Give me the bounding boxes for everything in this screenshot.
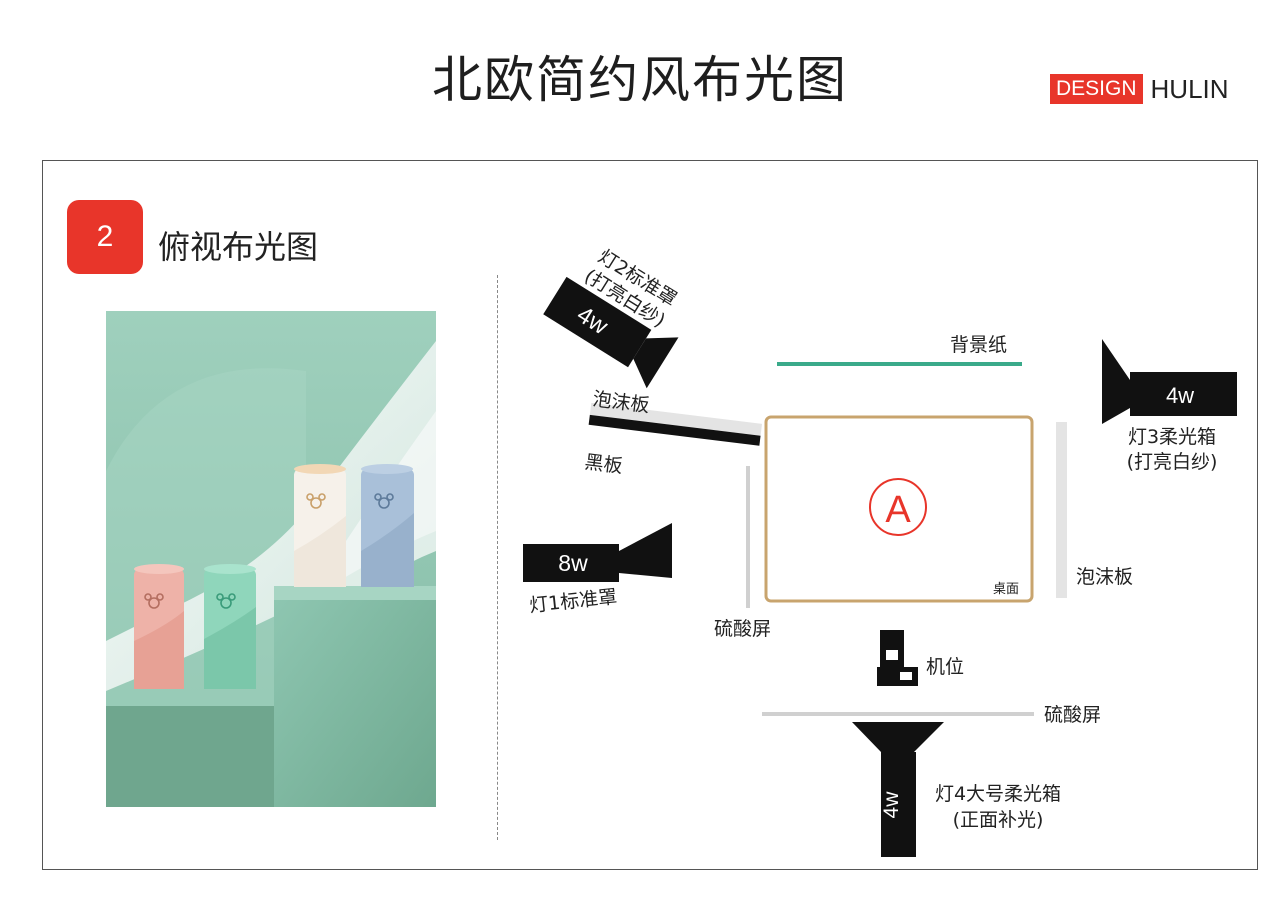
page-title: 北欧简约风布光图 [432, 51, 848, 109]
light-3-sublabel: (打亮白纱) [1127, 451, 1218, 473]
camera-icon [877, 630, 918, 686]
dashed-divider [497, 275, 498, 840]
brand-logo: DESIGN HULIN [1050, 74, 1229, 104]
product-photo [106, 311, 436, 807]
foam-and-black-board [588, 402, 763, 446]
light-4-icon: 4w [852, 722, 944, 857]
content-frame [42, 160, 1258, 870]
foam-board-right [1056, 422, 1067, 598]
light-3-power: 4w [1166, 383, 1194, 408]
table-label: 桌面 [993, 582, 1019, 597]
light-4-sublabel: (正面补光) [953, 809, 1044, 831]
camera-label: 机位 [926, 656, 964, 678]
diffuser-left-label: 硫酸屏 [714, 618, 771, 640]
light-3-icon: 4w [1102, 339, 1237, 424]
subject-label: A [885, 489, 911, 531]
step-number-badge: 2 [67, 200, 143, 274]
light-4-power: 4w [880, 791, 903, 819]
brand-name: HULIN [1150, 73, 1229, 104]
diffuser-front-label: 硫酸屏 [1044, 704, 1101, 726]
light-2-icon: 4w [543, 276, 679, 389]
backdrop-label: 背景纸 [950, 334, 1007, 356]
light-1-label: 灯1标准罩 [528, 586, 618, 617]
brand-tag: DESIGN [1050, 74, 1143, 104]
foam-board-right-label: 泡沫板 [1076, 566, 1133, 588]
light-4-label: 灯4大号柔光箱 [935, 783, 1061, 805]
light-3-label: 灯3柔光箱 [1128, 426, 1216, 448]
light-1-power: 8w [558, 550, 588, 576]
black-board-label: 黑板 [583, 451, 623, 477]
section-title: 俯视布光图 [158, 228, 319, 266]
subject-marker [869, 478, 927, 536]
table-surface [764, 415, 1034, 603]
light-1-icon: 8w [523, 523, 672, 582]
